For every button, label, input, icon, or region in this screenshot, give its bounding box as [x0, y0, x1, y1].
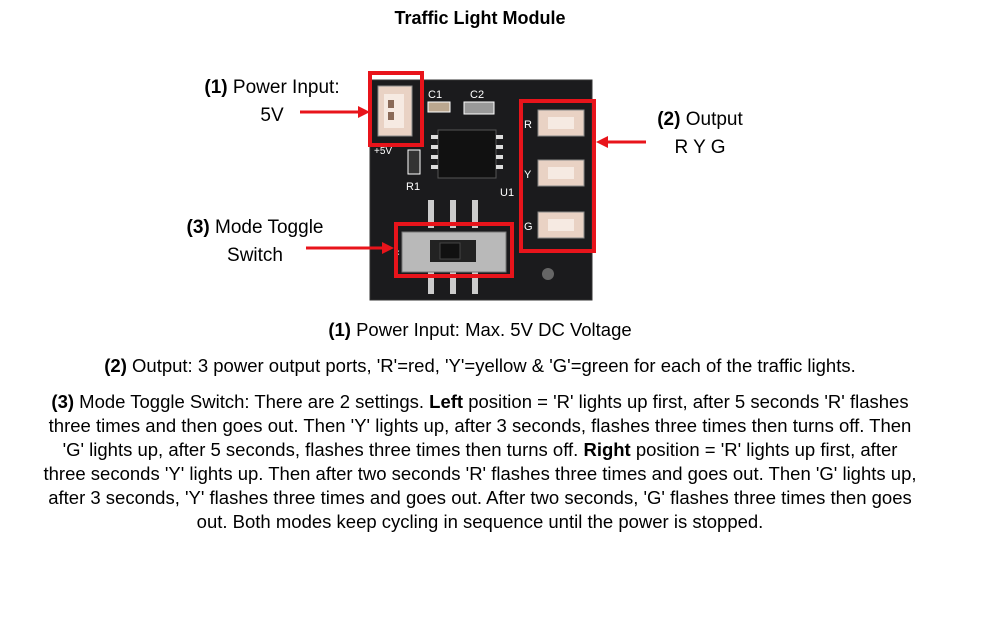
resistor-r1: [407, 149, 421, 175]
callout-power-input: (1) Power Input: 5V: [178, 74, 366, 130]
output-connector-r: [537, 109, 585, 137]
callout-label-2: R Y G: [674, 137, 726, 158]
highlight-mode-switch: [394, 222, 514, 278]
description-number: (3): [51, 391, 75, 412]
arrow-mode-switch: [306, 242, 394, 254]
page-title: Traffic Light Module: [394, 8, 566, 28]
output-connector-g: [537, 211, 585, 239]
description-text-right: position = 'R' lights up first, after th…: [43, 439, 917, 532]
description-text: Mode Toggle Switch: There are 2 settings…: [79, 391, 425, 412]
mounting-hole: [542, 268, 554, 280]
silk-5v: +5V: [374, 146, 392, 157]
callout-label-2: Switch: [227, 245, 283, 266]
right-keyword: Right: [583, 439, 631, 460]
capacitor-c1: [427, 101, 451, 113]
chip-u1: [431, 129, 503, 179]
callout-mode-switch: (3) Mode Toggle Switch: [160, 214, 350, 270]
silk-r1: R1: [406, 181, 420, 193]
silk-c1: C1: [428, 89, 442, 101]
description-mode-switch: (3) Mode Toggle Switch: There are 2 sett…: [40, 390, 920, 534]
arrow-power-input: [300, 106, 370, 118]
description-text-left: position = 'R' lights up first, after 5 …: [48, 391, 912, 460]
silk-u1: U1: [500, 187, 514, 199]
callout-label-2: 5V: [260, 105, 284, 126]
description-power-input: (1) Power Input: Max. 5V DC Voltage: [0, 318, 960, 342]
description-number: (2): [104, 355, 127, 376]
callout-output: (2) Output R Y G: [620, 106, 780, 162]
module-diagram: C1 C2 R1 U1 R Y G +5V ×: [300, 71, 646, 301]
mode-toggle-switch: [401, 231, 507, 273]
left-keyword: Left: [429, 391, 464, 412]
callout-label: Output: [685, 109, 743, 130]
silk-y: Y: [524, 169, 532, 181]
callout-number: (2): [657, 109, 681, 130]
highlight-power-input: [368, 71, 424, 147]
output-connector-y: [537, 159, 585, 187]
silk-c2: C2: [470, 89, 484, 101]
silk-g: G: [524, 221, 533, 233]
description-text: Power Input: Max. 5V DC Voltage: [356, 319, 632, 340]
switch-pins: [428, 200, 478, 294]
arrow-output: [596, 136, 646, 148]
callout-label: Power Input:: [232, 77, 340, 98]
callout-number: (1): [204, 77, 228, 98]
description-number: (1): [328, 319, 351, 340]
capacitor-c2: [463, 101, 495, 115]
power-connector: [377, 85, 413, 137]
callout-label: Mode Toggle: [215, 217, 324, 238]
silk-r: R: [524, 119, 532, 131]
description-text: Output: 3 power output ports, 'R'=red, '…: [132, 355, 856, 376]
description-output: (2) Output: 3 power output ports, 'R'=re…: [0, 354, 960, 378]
callout-number: (3): [186, 217, 210, 238]
highlight-output: [519, 99, 596, 253]
